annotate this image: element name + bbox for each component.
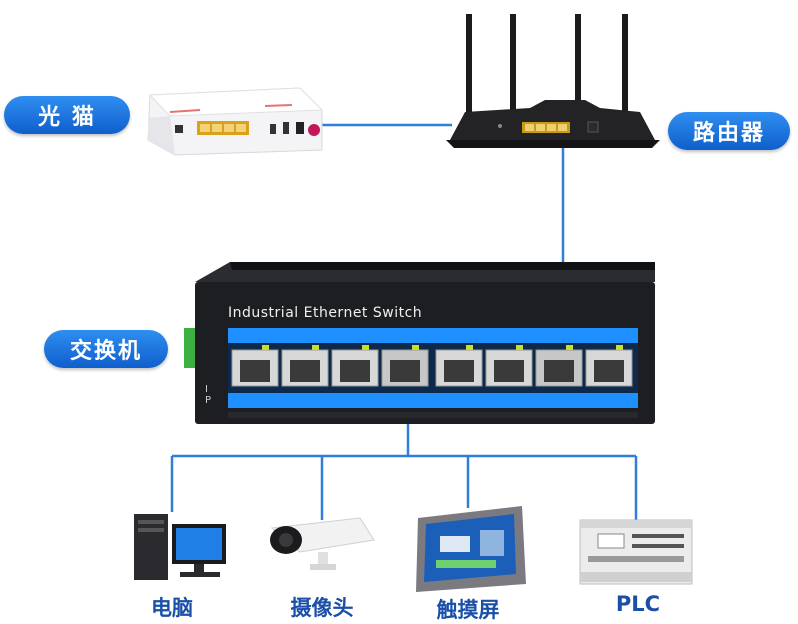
plc-label: PLC — [615, 592, 661, 616]
router-label: 路由器 — [668, 112, 790, 150]
router-device — [446, 14, 660, 148]
touchscreen-device — [416, 506, 526, 592]
switch-label: 交换机 — [44, 330, 168, 368]
touchscreen-label: 触摸屏 — [436, 598, 500, 622]
switch-device: I P — [184, 262, 655, 424]
svg-text:P: P — [205, 395, 211, 406]
camera-label: 摄像头 — [290, 596, 354, 620]
plc-device — [579, 519, 693, 585]
modem-label: 光 猫 — [4, 96, 130, 134]
pc-label: 电脑 — [151, 596, 193, 620]
svg-text:I: I — [205, 384, 208, 395]
switch-model-text: Industrial Ethernet Switch — [228, 305, 423, 321]
modem-device — [147, 87, 324, 156]
camera-device — [270, 517, 375, 570]
pc-device — [134, 514, 226, 580]
